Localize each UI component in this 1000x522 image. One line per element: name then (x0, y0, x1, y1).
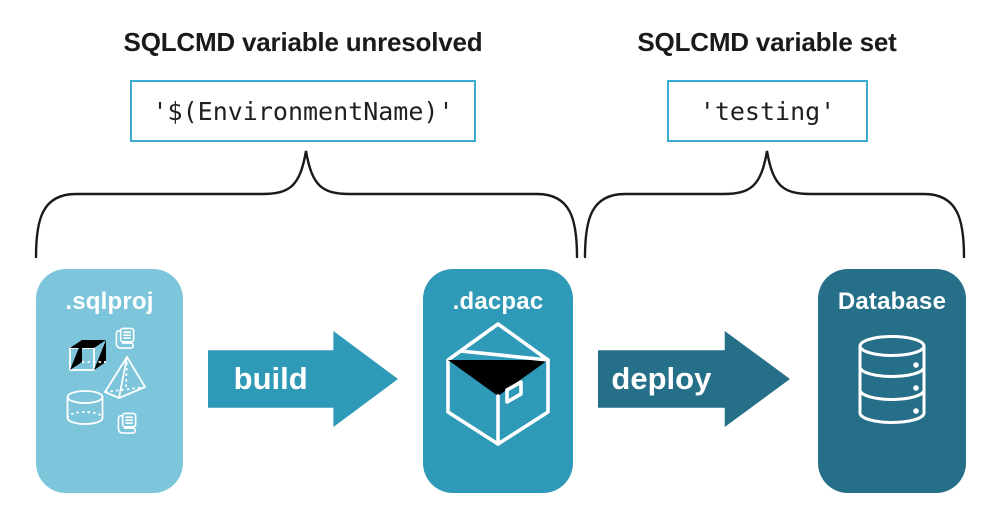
cylinder-icon (64, 389, 106, 427)
node-sqlproj: .sqlproj (36, 269, 183, 493)
node-dacpac-label: .dacpac (452, 288, 544, 315)
set-variable-code: 'testing' (699, 96, 836, 126)
node-sqlproj-label: .sqlproj (65, 288, 154, 315)
unresolved-variable-box: '$(EnvironmentName)' (130, 80, 476, 142)
right-brace (583, 150, 966, 259)
build-arrow-label: build (233, 361, 308, 396)
right-annotation-title: SQLCMD variable set (637, 27, 897, 57)
package-icon (446, 322, 550, 446)
left-annotation-title: SQLCMD variable unresolved (123, 27, 483, 57)
deploy-arrow-label: deploy (611, 361, 712, 396)
database-icon (857, 335, 927, 431)
scroll-icon (114, 410, 139, 437)
scroll-icon (112, 325, 137, 352)
left-brace (34, 150, 579, 259)
cube-icon (68, 338, 108, 372)
pyramid-icon (102, 354, 148, 400)
set-variable-box: 'testing' (667, 80, 868, 142)
node-database-label: Database (837, 288, 947, 315)
unresolved-variable-code: '$(EnvironmentName)' (152, 96, 454, 126)
node-database: Database (818, 269, 966, 493)
node-dacpac: .dacpac (423, 269, 573, 493)
